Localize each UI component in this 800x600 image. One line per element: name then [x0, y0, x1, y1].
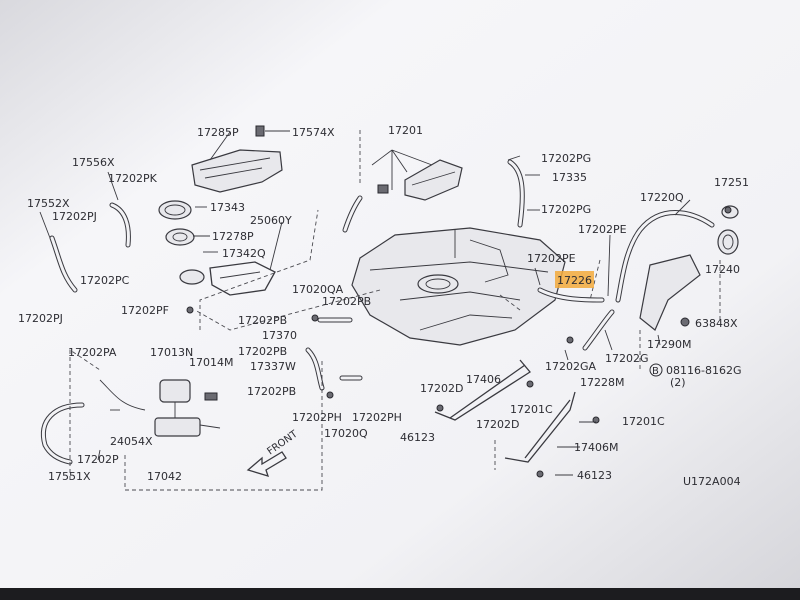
hose-17228M: [582, 309, 615, 351]
gasket-17240: [717, 229, 739, 255]
label-17285P: 17285P: [197, 126, 239, 139]
label-17202PJ-top: 17202PJ: [52, 210, 97, 223]
label-08116: 08116-8162G: [666, 364, 741, 377]
label-17202PB-d: 17202PB: [247, 385, 296, 398]
label-17228M: 17228M: [580, 376, 624, 389]
label-17202PF: 17202PF: [121, 304, 169, 317]
packing-17278P: [165, 228, 195, 246]
label-17202G: 17202G: [605, 352, 649, 365]
label-17020Q: 17020Q: [324, 427, 368, 440]
label-17201: 17201: [388, 124, 423, 137]
diagram-code: U172A004: [683, 475, 741, 488]
fuel-tank: [351, 227, 566, 346]
label-08116-qty: (2): [670, 376, 686, 389]
label-17202P: 17202P: [77, 453, 119, 466]
front-arrow-icon: [246, 451, 287, 477]
highlight-17226: [555, 271, 594, 288]
vent-hose-17335: [507, 159, 525, 228]
label-17202PK: 17202PK: [108, 172, 158, 185]
label-17406M: 17406M: [574, 441, 618, 454]
ring-17342Q: [179, 269, 205, 285]
label-17556X: 17556X: [72, 156, 115, 169]
label-17202D-top: 17202D: [420, 382, 463, 395]
monitor-bezel-bottom: [0, 588, 800, 600]
label-17014M: 17014M: [189, 356, 233, 369]
label-17251: 17251: [714, 176, 749, 189]
label-17202PJ-bottom: 17202PJ: [18, 312, 63, 325]
label-17202PA: 17202PA: [68, 346, 117, 359]
hose-17552X: [49, 235, 78, 293]
label-17342Q: 17342Q: [222, 247, 266, 260]
label-17202PE-left: 17202PE: [527, 252, 576, 265]
label-17202PC: 17202PC: [80, 274, 130, 287]
label-17042: 17042: [147, 470, 182, 483]
label-24054X: 24054X: [110, 435, 153, 448]
part-labels: 17285P 17574X 17201 17202PG 17335 17202P…: [18, 124, 749, 488]
leader-lines: [69, 130, 721, 491]
label-46123-b: 46123: [577, 469, 612, 482]
label-17202PG-mid: 17202PG: [541, 203, 591, 216]
label-17020QA: 17020QA: [292, 283, 344, 296]
label-17202PE-right: 17202PE: [578, 223, 627, 236]
bracket-25060Y: [209, 261, 276, 296]
label-17202GA: 17202GA: [545, 360, 597, 373]
filler-tube-17220Q: [615, 210, 715, 331]
label-25060Y: 25060Y: [250, 214, 292, 227]
label-17337W: 17337W: [250, 360, 296, 373]
label-17278P: 17278P: [212, 230, 254, 243]
tank-strap-17406M: [504, 391, 576, 463]
label-17370: 17370: [262, 329, 297, 342]
hose-17226: [537, 287, 605, 303]
label-46123-a: 46123: [400, 431, 435, 444]
label-17406: 17406: [466, 373, 501, 386]
label-17240: 17240: [705, 263, 740, 276]
label-17202PB-a: 17202PB: [322, 295, 371, 308]
label-17220Q: 17220Q: [640, 191, 684, 204]
hose-17556X: [109, 202, 131, 248]
label-17290M: 17290M: [647, 338, 691, 351]
label-17552X: 17552X: [27, 197, 70, 210]
hose-17337W: [305, 347, 325, 391]
label-17335: 17335: [552, 171, 587, 184]
hose-17551X: [41, 402, 85, 465]
label-17574X: 17574X: [292, 126, 335, 139]
label-17202PH-b: 17202PH: [352, 411, 402, 424]
label-17551X: 17551X: [48, 470, 91, 483]
label-63848X: 63848X: [695, 317, 738, 330]
tank-strap-17406: [434, 359, 531, 421]
label-17202PH-a: 17202PH: [292, 411, 342, 424]
label-17202PG-top: 17202PG: [541, 152, 591, 165]
fuel-pump-17042: [99, 379, 221, 437]
bolt-ref-letter: B: [652, 366, 659, 377]
heat-shield-17285P: [191, 125, 283, 193]
callout-lines: [39, 130, 691, 476]
sender-assembly-17201: [342, 149, 463, 233]
bolts: [186, 206, 732, 478]
label-17202PB-c: 17202PB: [238, 345, 287, 358]
label-17202D-bottom: 17202D: [476, 418, 519, 431]
lock-ring-17343: [158, 200, 192, 220]
label-17201C-b: 17201C: [622, 415, 665, 428]
label-17013N: 17013N: [150, 346, 193, 359]
label-17226: 17226: [557, 274, 592, 287]
label-17202PB-b: 17202PB: [238, 314, 287, 327]
label-17201C-a: 17201C: [510, 403, 553, 416]
label-17343: 17343: [210, 201, 245, 214]
bolt-ref-circle-icon: [649, 363, 663, 377]
